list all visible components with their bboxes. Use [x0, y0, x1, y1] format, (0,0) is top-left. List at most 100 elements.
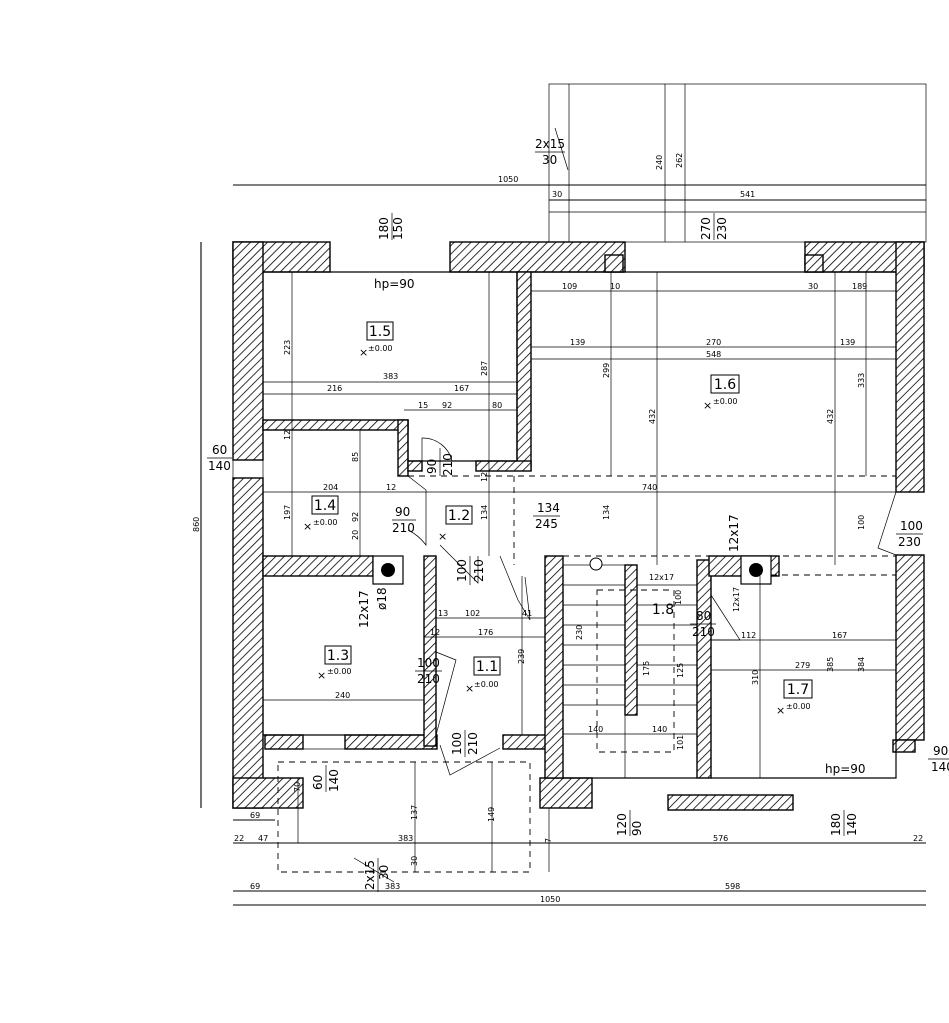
- svg-text:102: 102: [465, 609, 480, 618]
- dim-top: 1050 541 30 240 262: [233, 153, 926, 201]
- svg-text:548: 548: [706, 350, 721, 359]
- svg-text:69: 69: [250, 882, 260, 891]
- interior-walls: [262, 254, 824, 779]
- svg-text:139: 139: [570, 338, 585, 347]
- svg-text:109: 109: [562, 282, 577, 291]
- opening-bottom-window-right: 180 140: [829, 810, 859, 836]
- svg-text:150: 150: [391, 217, 405, 240]
- svg-text:100: 100: [857, 515, 866, 530]
- svg-text:299: 299: [602, 363, 611, 378]
- svg-text:149: 149: [487, 807, 496, 822]
- room-label-1-6: 1.6 ±0.00 ×: [703, 374, 740, 412]
- svg-text:134: 134: [480, 505, 489, 520]
- svg-text:262: 262: [675, 153, 684, 168]
- svg-text:90: 90: [425, 459, 439, 474]
- svg-text:ø18: ø18: [375, 587, 389, 610]
- svg-text:1.3: 1.3: [327, 648, 349, 664]
- dim-left: 860: [192, 242, 202, 808]
- svg-text:47: 47: [258, 834, 268, 843]
- opening-right-window: 90 140: [928, 744, 949, 774]
- svg-text:×: ×: [317, 669, 326, 682]
- svg-text:210: 210: [692, 625, 715, 639]
- opening-right-door: 100 230: [896, 519, 923, 549]
- svg-text:30: 30: [377, 865, 391, 880]
- svg-text:383: 383: [383, 372, 398, 381]
- svg-text:112: 112: [741, 631, 756, 640]
- svg-text:140: 140: [588, 725, 603, 734]
- svg-text:×: ×: [438, 530, 447, 543]
- opening-bottom-window-mid: 120 90: [615, 810, 644, 836]
- svg-text:22: 22: [913, 834, 923, 843]
- svg-text:167: 167: [454, 384, 469, 393]
- svg-text:197: 197: [283, 505, 292, 520]
- room-label-1-1: 1.1 ±0.00 ×: [465, 656, 501, 695]
- svg-text:85: 85: [351, 452, 360, 462]
- svg-text:92: 92: [351, 512, 360, 522]
- stair-label-small-a: 12x17: [649, 573, 674, 582]
- svg-text:740: 740: [642, 483, 657, 492]
- opening-bottom-window-left: 60 140: [302, 734, 346, 792]
- svg-text:±0.00: ±0.00: [786, 702, 811, 711]
- stair-label-small-b: 12x17: [732, 587, 741, 612]
- svg-text:230: 230: [898, 535, 921, 549]
- svg-text:12x17: 12x17: [727, 514, 741, 552]
- svg-text:60: 60: [212, 443, 227, 457]
- stair-label-right: 12x17: [727, 514, 741, 552]
- svg-text:180: 180: [377, 217, 391, 240]
- svg-text:270: 270: [706, 338, 721, 347]
- svg-text:×: ×: [303, 520, 312, 533]
- svg-text:134: 134: [602, 505, 611, 520]
- svg-text:±0.00: ±0.00: [368, 344, 393, 353]
- svg-text:1.4: 1.4: [314, 498, 336, 514]
- room-label-1-2: 1.2 ×: [438, 505, 473, 543]
- svg-text:210: 210: [417, 672, 440, 686]
- svg-text:204: 204: [323, 483, 338, 492]
- svg-text:140: 140: [208, 459, 231, 473]
- dim-hall: 740: [263, 483, 896, 493]
- svg-text:1.8: 1.8: [652, 602, 674, 618]
- svg-text:7: 7: [544, 838, 553, 843]
- svg-text:385: 385: [826, 657, 835, 672]
- svg-text:10: 10: [610, 282, 620, 291]
- svg-text:176: 176: [478, 628, 493, 637]
- dim-room-1-1: 13 102 41 12 176 239: [424, 576, 545, 735]
- svg-text:134: 134: [537, 501, 560, 515]
- svg-text:22: 22: [234, 834, 244, 843]
- svg-text:1.6: 1.6: [714, 377, 736, 393]
- svg-text:92: 92: [442, 401, 452, 410]
- svg-text:210: 210: [466, 732, 480, 755]
- svg-text:140: 140: [652, 725, 667, 734]
- dim-room-1-8: 230 100 140 140 175 125 101: [563, 590, 697, 750]
- svg-text:223: 223: [283, 340, 292, 355]
- svg-text:1.1: 1.1: [476, 659, 498, 675]
- svg-text:80: 80: [492, 401, 502, 410]
- svg-text:383: 383: [385, 882, 400, 891]
- svg-text:90: 90: [395, 505, 410, 519]
- svg-text:±0.00: ±0.00: [313, 518, 338, 527]
- svg-text:90: 90: [630, 821, 644, 836]
- opening-door-1-2-top: 90 210: [425, 448, 455, 476]
- svg-text:1.2: 1.2: [448, 508, 470, 524]
- hp-bottom-label: hp=90: [825, 762, 866, 776]
- svg-text:80: 80: [696, 609, 711, 623]
- svg-text:120: 120: [615, 813, 629, 836]
- svg-text:189: 189: [852, 282, 867, 291]
- svg-text:140: 140: [845, 813, 859, 836]
- svg-text:69: 69: [250, 811, 260, 820]
- stair-label-left: 12x17 ø18: [357, 587, 389, 628]
- opening-door-1-3: 100 210: [415, 656, 442, 686]
- svg-text:100: 100: [417, 656, 440, 670]
- opening-top-stair: 2x15 30: [535, 127, 569, 171]
- svg-text:180: 180: [829, 813, 843, 836]
- svg-text:12: 12: [430, 628, 440, 637]
- svg-text:20: 20: [351, 530, 360, 540]
- svg-text:12: 12: [480, 472, 489, 482]
- svg-text:×: ×: [465, 682, 474, 695]
- svg-text:860: 860: [192, 517, 201, 532]
- dim-room-1-2: 134 134 12: [480, 472, 611, 520]
- room-label-1-3: 1.3 ±0.00 ×: [317, 645, 352, 682]
- svg-text:100: 100: [674, 590, 683, 605]
- svg-text:140: 140: [327, 769, 341, 792]
- svg-text:384: 384: [857, 657, 866, 672]
